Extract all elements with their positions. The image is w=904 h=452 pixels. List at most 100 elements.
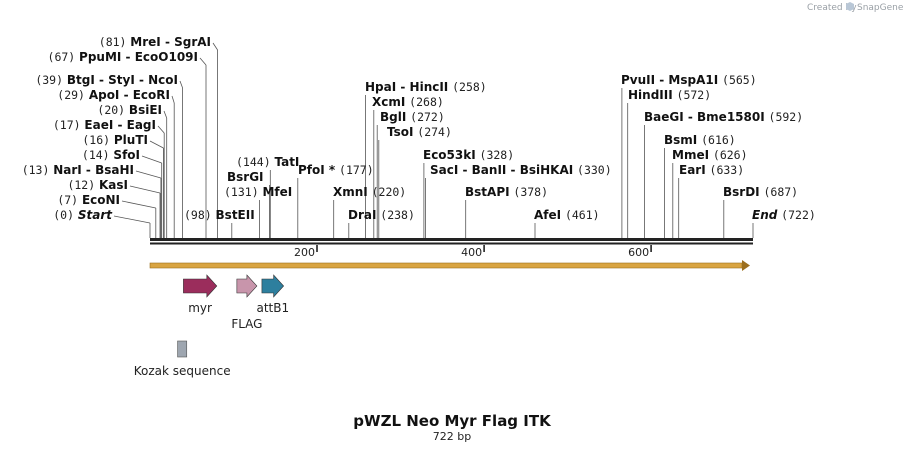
site-position: (177) <box>339 163 374 177</box>
site-connector-line <box>171 95 175 104</box>
site-connector-line <box>149 140 164 149</box>
restriction-site-label[interactable]: XcmI (268) <box>372 95 444 109</box>
restriction-site-label[interactable]: BstAPI (378) <box>465 185 548 199</box>
restriction-site-label[interactable]: PfoI * (177) <box>298 163 374 177</box>
enzyme-name: PvuII - MspA1I <box>621 73 718 87</box>
enzyme-name: XcmI <box>372 95 405 109</box>
enzyme-name: HpaI - HincII <box>365 80 448 94</box>
site-position: (81) <box>99 35 127 49</box>
restriction-site-label[interactable]: HindIII (572) <box>628 88 711 102</box>
restriction-site-label[interactable]: (131) MfeI <box>224 185 292 199</box>
restriction-site-label[interactable]: (13) NarI - BsaHI <box>22 163 134 177</box>
feature-arrow <box>183 274 218 298</box>
restriction-site-label[interactable]: BaeGI - Bme1580I (592) <box>644 110 803 124</box>
site-position: (572) <box>677 88 712 102</box>
credit-prefix: Created by <box>807 3 857 13</box>
enzyme-name: PfoI * <box>298 163 336 177</box>
site-position: (274) <box>417 125 452 139</box>
enzyme-name: MmeI <box>672 148 709 162</box>
restriction-site-label[interactable]: MmeI (626) <box>672 148 748 162</box>
site-connector-line <box>121 200 156 209</box>
restriction-site-label[interactable]: PvuII - MspA1I (565) <box>621 73 757 87</box>
enzyme-name: AfeI <box>534 208 561 222</box>
site-leader-lines <box>113 42 754 238</box>
feature-label: attB1 <box>256 301 289 315</box>
restriction-site-label[interactable]: BsrDI (687) <box>723 185 798 199</box>
feature-box <box>177 340 188 358</box>
feature-myr[interactable]: myr <box>183 274 218 315</box>
site-position: (722) <box>781 208 816 222</box>
feature-attb1[interactable]: attB1 <box>256 274 289 315</box>
site-connector-line <box>141 155 162 164</box>
restriction-site-label[interactable]: EarI (633) <box>679 163 744 177</box>
restriction-site-label[interactable]: (14) SfoI <box>82 148 140 162</box>
restriction-site-label[interactable]: (39) BtgI - StyI - NcoI <box>35 73 178 87</box>
restriction-site-label[interactable]: Eco53kI (328) <box>423 148 514 162</box>
enzyme-name: BstEII <box>216 208 255 222</box>
restriction-site-label[interactable]: (20) BsiEI <box>97 103 162 117</box>
enzyme-name: TatI <box>274 155 299 169</box>
restriction-site-label[interactable]: HpaI - HincII (258) <box>365 80 487 94</box>
enzyme-name: BsmI <box>664 133 697 147</box>
map-title: pWZL Neo Myr Flag ITK <box>353 412 552 430</box>
site-position: (7) <box>57 193 78 207</box>
restriction-site-label[interactable]: (144) TatI <box>236 155 299 169</box>
restriction-site-label[interactable]: TsoI (274) <box>387 125 452 139</box>
restriction-site-label[interactable]: AfeI (461) <box>534 208 600 222</box>
site-position: (67) <box>48 50 76 64</box>
restriction-site-label[interactable]: (98) BstEII <box>184 208 255 222</box>
enzyme-name: EarI <box>679 163 706 177</box>
enzyme-name: SfoI <box>113 148 140 162</box>
site-position: (98) <box>184 208 212 222</box>
restriction-site-label[interactable]: SacI - BanII - BsiHKAI (330) <box>430 163 612 177</box>
feature-kozak-sequence[interactable]: Kozak sequence <box>134 340 231 378</box>
restriction-site-label[interactable]: BsmI (616) <box>664 133 736 147</box>
site-connector-line <box>157 125 165 134</box>
ruler-tick-label: 200 <box>294 246 315 259</box>
restriction-site-label[interactable]: DraI (238) <box>348 208 415 222</box>
enzyme-name: PluTI <box>114 133 148 147</box>
restriction-site-label[interactable]: (67) PpuMI - EcoO109I <box>48 50 198 64</box>
enzyme-name: BglI <box>380 110 406 124</box>
site-connector-line <box>212 42 218 51</box>
site-connector-line <box>199 57 207 66</box>
enzyme-name: HindIII <box>628 88 673 102</box>
feature-label: Kozak sequence <box>134 364 231 378</box>
enzyme-name: XmnI <box>333 185 368 199</box>
enzyme-name: MreI - SgrAI <box>130 35 211 49</box>
restriction-site-label[interactable]: (81) MreI - SgrAI <box>99 35 211 49</box>
site-position: (626) <box>713 148 748 162</box>
enzyme-name: BsiEI <box>129 103 162 117</box>
site-position: (131) <box>224 185 259 199</box>
enzyme-name: TsoI <box>387 125 413 139</box>
site-position: (633) <box>710 163 745 177</box>
restriction-site-label[interactable]: (29) ApoI - EcoRI <box>57 88 170 102</box>
dna-backbone <box>150 238 753 245</box>
site-position: (20) <box>97 103 125 117</box>
site-position: (14) <box>82 148 110 162</box>
restriction-site-label[interactable]: BglI (272) <box>380 110 445 124</box>
restriction-site-label[interactable]: (17) EaeI - EagI <box>53 118 156 132</box>
restriction-site-label[interactable]: End (722) <box>752 208 816 222</box>
enzyme-name: KasI <box>99 178 128 192</box>
site-connector-line <box>113 215 151 224</box>
restriction-site-label[interactable]: (12) KasI <box>67 178 128 192</box>
site-connector-line <box>179 80 183 89</box>
enzyme-name: PpuMI - EcoO109I <box>79 50 198 64</box>
feature-flag[interactable]: FLAG <box>231 274 262 331</box>
feature-arrow <box>236 274 258 298</box>
enzyme-name: DraI <box>348 208 376 222</box>
site-position: (687) <box>763 185 798 199</box>
site-position: (220) <box>372 185 407 199</box>
site-position: (258) <box>452 80 487 94</box>
restriction-site-label[interactable]: (0) Start <box>53 208 113 222</box>
restriction-site-label[interactable]: XmnI (220) <box>333 185 406 199</box>
ruler-tick-label: 600 <box>628 246 649 259</box>
restriction-site-label[interactable]: (16) PluTI <box>82 133 148 147</box>
site-connector-line <box>129 185 161 194</box>
restriction-site-label[interactable]: (7) EcoNI <box>57 193 120 207</box>
restriction-site-label[interactable]: BsrGI <box>227 170 264 184</box>
site-position: (29) <box>57 88 85 102</box>
enzyme-name: BstAPI <box>465 185 510 199</box>
